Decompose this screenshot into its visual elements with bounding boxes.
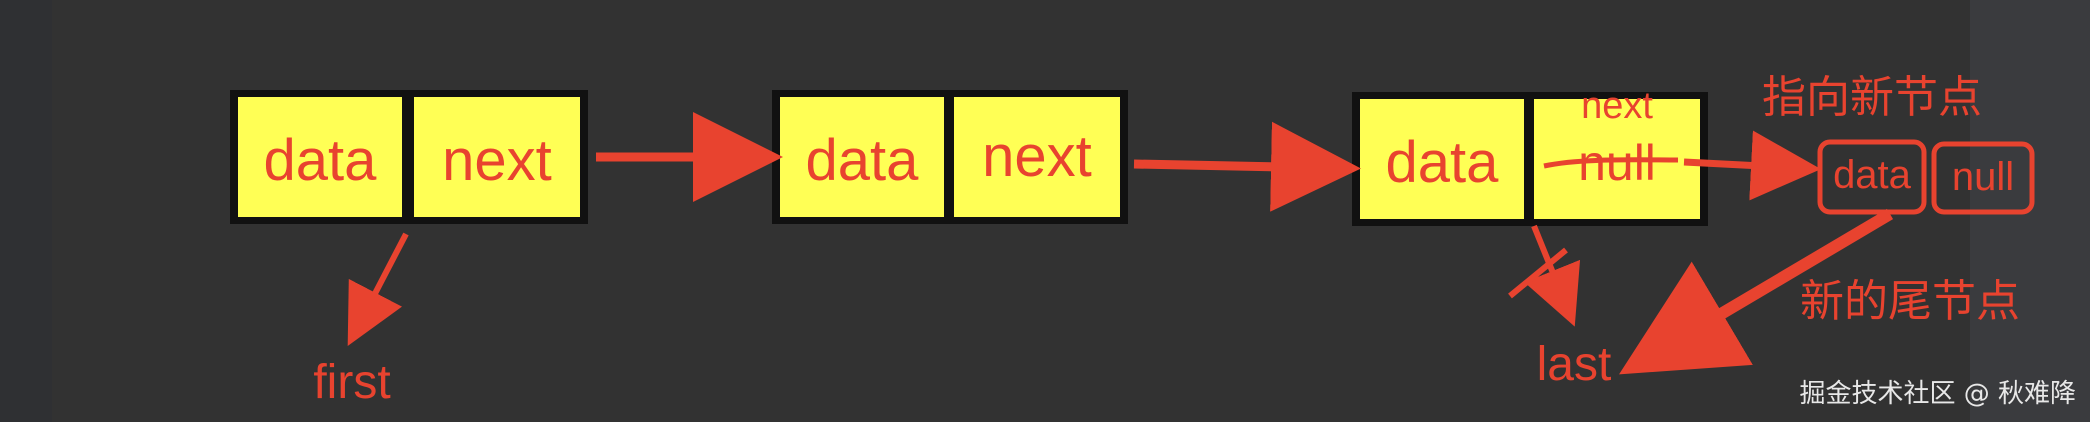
node-1-next-label: next — [442, 128, 552, 193]
new-node-data-label: data — [1833, 153, 1912, 197]
new-node-null-box — [1931, 141, 2035, 215]
node-1-next-cell — [414, 97, 580, 217]
arrow-to-new-node — [1683, 130, 1821, 201]
points-to-new-node-label: 指向新节点 — [1762, 72, 1982, 123]
node-3-data-label: data — [1386, 130, 1500, 195]
first-label: first — [313, 356, 390, 409]
cross-out-mark — [1508, 247, 1568, 299]
arrow-old-last-pointer — [1524, 224, 1581, 327]
new-node: data null — [1817, 139, 2035, 215]
arrow-new-last-pointer — [1619, 208, 1894, 375]
arrows — [347, 112, 1894, 375]
node-2-next-label: next — [982, 124, 1092, 189]
node-2-data-cell — [780, 97, 944, 217]
node-3-next-overwrite-label: next — [1581, 85, 1653, 127]
arrow-node2-to-node3 — [1133, 121, 1361, 212]
arrow-first-pointer — [347, 232, 409, 346]
node-2-data-label: data — [806, 128, 920, 193]
node-1-data-label: data — [264, 128, 378, 193]
node-3: data next null — [1352, 85, 1708, 226]
node-3-data-cell — [1360, 99, 1524, 219]
new-tail-node-label: 新的尾节点 — [1800, 276, 2020, 327]
last-label: last — [1537, 338, 1612, 391]
new-node-null-label: null — [1952, 155, 2014, 199]
node-1: data next — [230, 90, 588, 224]
node-2-next-cell — [954, 97, 1120, 217]
watermark: 掘金技术社区 @ 秋难降 — [1799, 379, 2076, 409]
node-1-data-cell — [238, 97, 402, 217]
null-strikethrough — [1543, 157, 1679, 169]
node-2: data next — [772, 90, 1128, 224]
